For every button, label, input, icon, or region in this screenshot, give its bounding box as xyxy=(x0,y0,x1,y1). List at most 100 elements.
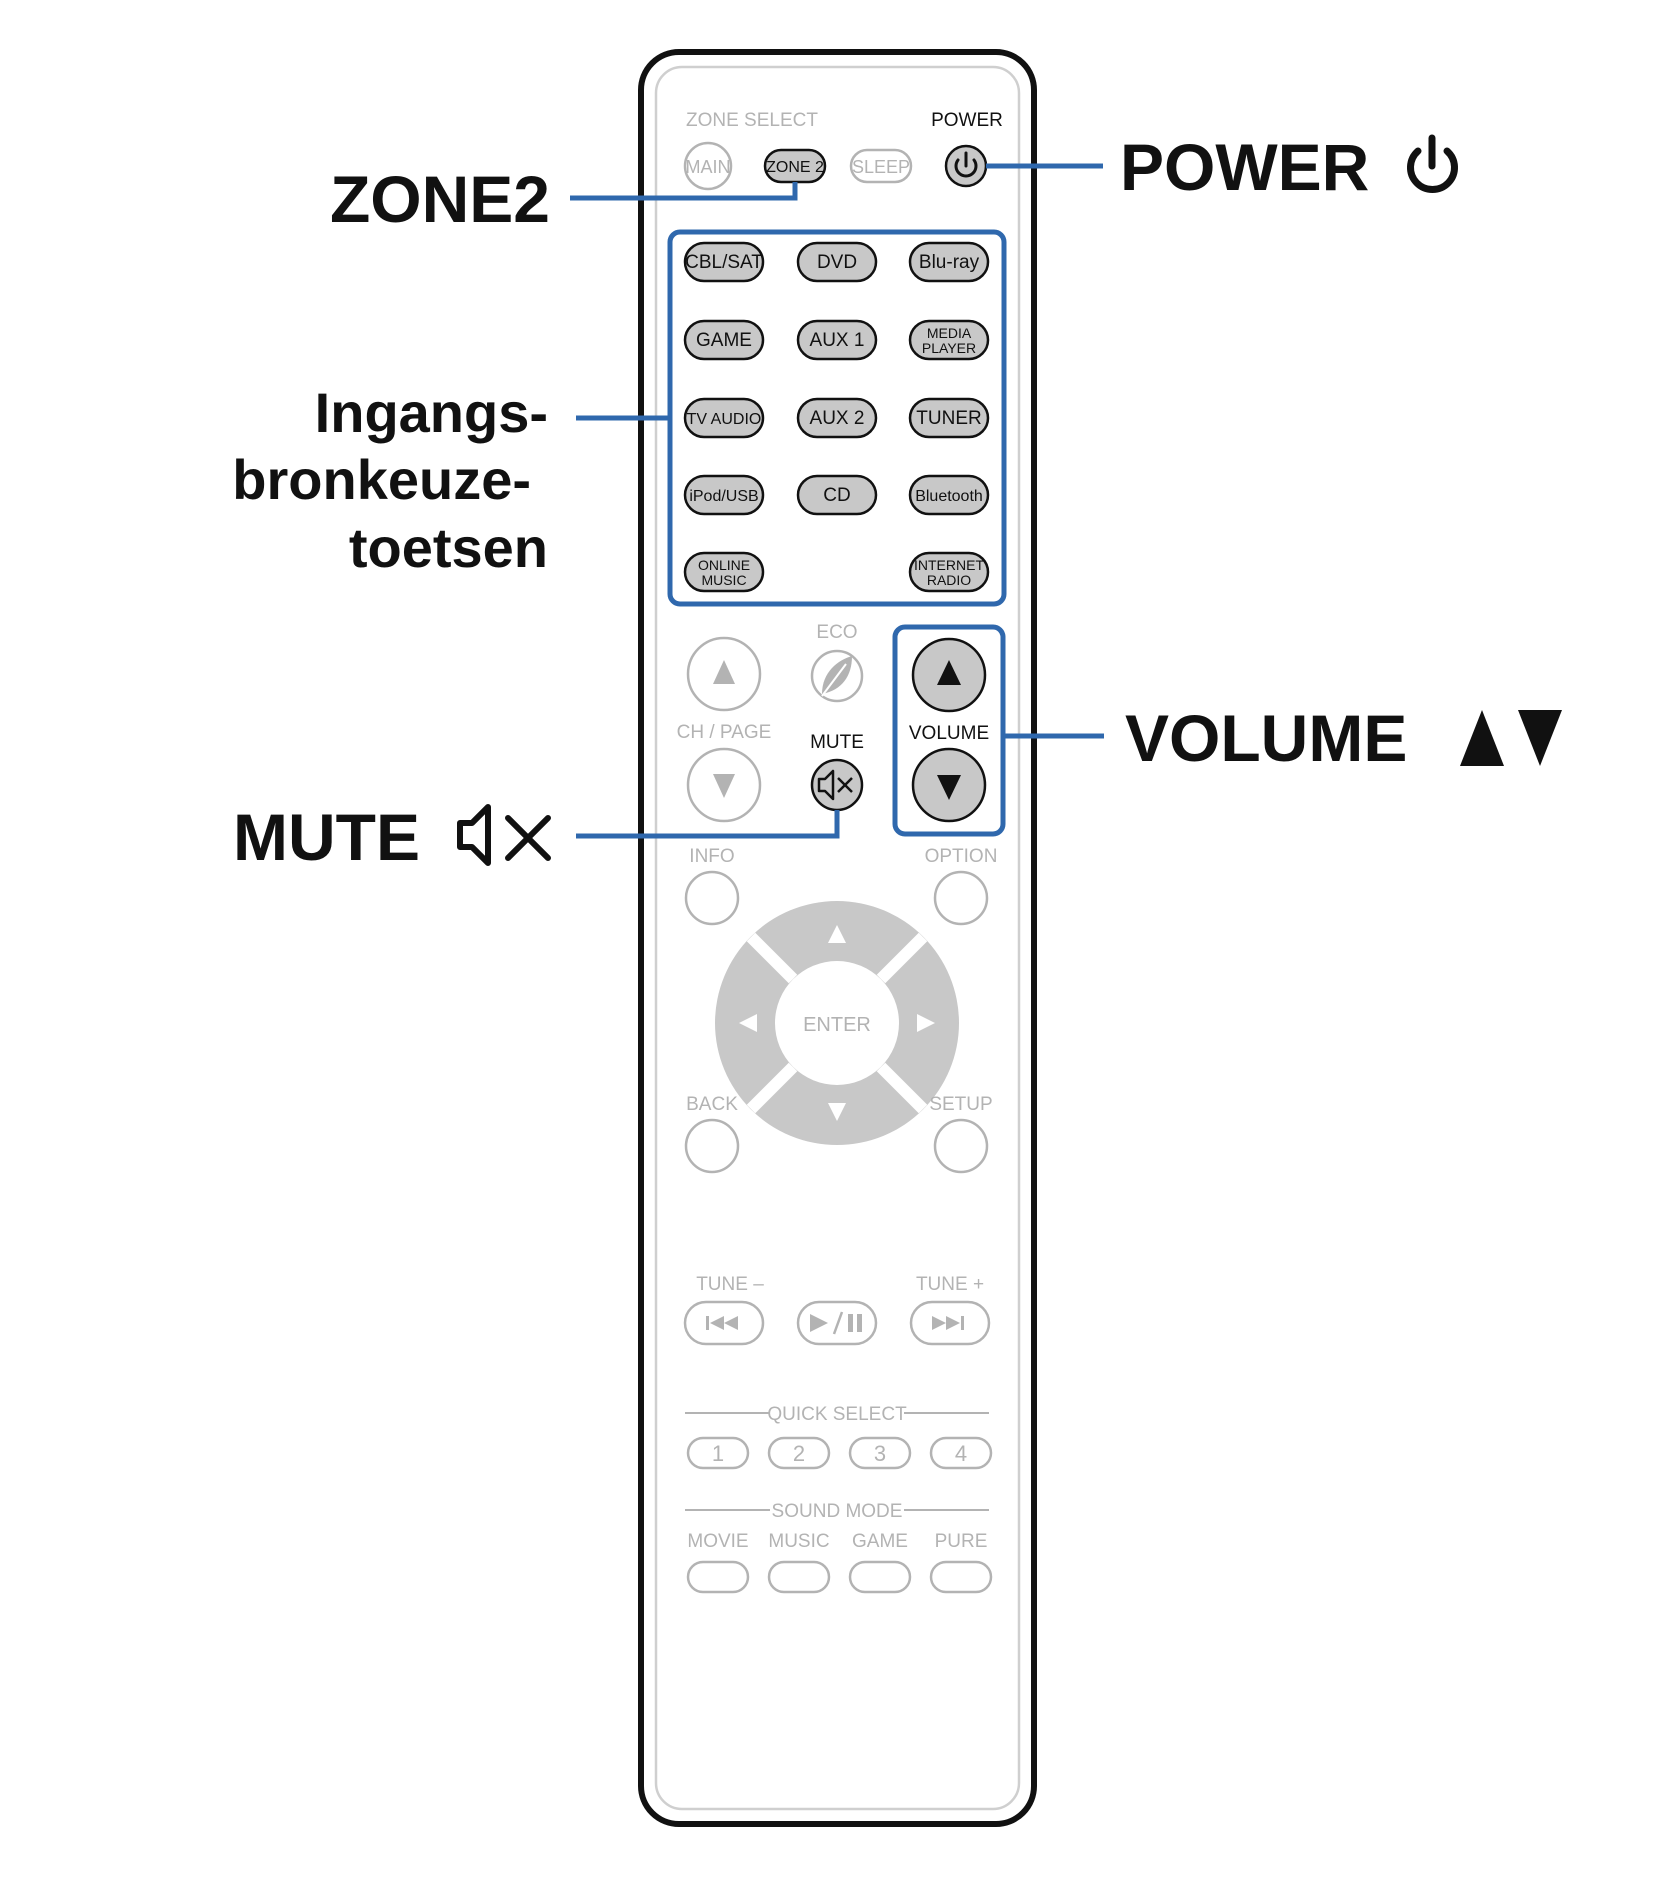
source-button-label: AUX 1 xyxy=(810,330,865,351)
quick-select-button-label: 1 xyxy=(712,1441,724,1466)
volume-down-button[interactable] xyxy=(911,747,987,823)
quick-select-button-2[interactable]: 2 xyxy=(767,1436,831,1470)
setup-button[interactable] xyxy=(933,1118,989,1174)
sleep-button[interactable]: SLEEP xyxy=(849,148,913,184)
cursor-pad[interactable] xyxy=(715,901,959,1145)
quick-select-button-label: 2 xyxy=(793,1441,805,1466)
up-down-triangles-icon xyxy=(1460,710,1562,766)
zone-select-label: ZONE SELECT xyxy=(686,110,818,131)
volume-callout: VOLUME xyxy=(1125,701,1562,775)
sound-mode-label-game: GAME xyxy=(852,1531,908,1552)
ch-page-down-button[interactable] xyxy=(686,747,762,823)
source-button-dvd[interactable]: DVD xyxy=(796,241,878,283)
back-button[interactable] xyxy=(684,1118,740,1174)
quick-select-button-label: 4 xyxy=(955,1441,967,1466)
play-pause-button[interactable] xyxy=(796,1300,878,1346)
previous-button[interactable] xyxy=(683,1300,765,1346)
mute-callout-label: MUTE xyxy=(233,800,420,874)
quick-select-header: QUICK SELECT xyxy=(685,1404,989,1425)
source-button-aux-2[interactable]: AUX 2 xyxy=(796,397,878,439)
source-button-label-line-1: MEDIA xyxy=(927,325,972,341)
ch-page-up-button[interactable] xyxy=(686,636,762,712)
input-source-callout-line-2: bronkeuze- xyxy=(232,448,531,511)
sound-mode-label-music: MUSIC xyxy=(768,1531,829,1552)
sound-mode-button-game[interactable] xyxy=(848,1560,912,1594)
source-button-label: Bluetooth xyxy=(915,488,983,505)
sound-mode-label-pure: PURE xyxy=(935,1531,988,1552)
source-button-label: iPod/USB xyxy=(689,488,758,505)
quick-select-button-4[interactable]: 4 xyxy=(929,1436,993,1470)
mute-button[interactable] xyxy=(810,758,864,812)
volume-up-button[interactable] xyxy=(911,637,987,713)
mute-label: MUTE xyxy=(810,732,864,753)
main-button-label: MAIN xyxy=(686,157,731,177)
source-button-label-line-2: MUSIC xyxy=(701,572,746,588)
input-source-callout-line-3: toetsen xyxy=(349,516,548,579)
quick-select-label: QUICK SELECT xyxy=(767,1404,907,1425)
main-button[interactable]: MAIN xyxy=(683,141,733,191)
source-button-ipod-usb[interactable]: iPod/USB xyxy=(683,474,765,516)
quick-select-button-label: 3 xyxy=(874,1441,886,1466)
tune-minus-label: TUNE – xyxy=(696,1274,764,1295)
zone2-callout: ZONE2 xyxy=(330,162,550,236)
source-button-label: AUX 2 xyxy=(810,408,865,429)
source-button-label: CBL/SAT xyxy=(685,252,763,273)
back-label: BACK xyxy=(686,1094,738,1115)
source-button-tv-audio[interactable]: TV AUDIO xyxy=(683,397,765,439)
source-button-blu-ray[interactable]: Blu-ray xyxy=(908,241,990,283)
cursor-up-icon xyxy=(828,925,846,943)
triangle-up-icon xyxy=(937,660,961,685)
next-button[interactable] xyxy=(909,1300,991,1346)
speaker-mute-icon xyxy=(817,769,853,801)
quick-select-button-1[interactable]: 1 xyxy=(686,1436,750,1470)
triangle-down-icon xyxy=(713,774,735,798)
skip-forward-icon xyxy=(932,1316,964,1330)
source-button-cbl-sat[interactable]: CBL/SAT xyxy=(683,241,765,283)
info-button[interactable] xyxy=(684,870,740,926)
power-icon xyxy=(954,151,978,178)
mute-callout: MUTE xyxy=(233,800,551,874)
source-button-label: CD xyxy=(823,485,850,506)
quick-select-button-3[interactable]: 3 xyxy=(848,1436,912,1470)
tune-plus-label: TUNE + xyxy=(916,1274,984,1295)
volume-label: VOLUME xyxy=(909,723,989,744)
source-button-label: DVD xyxy=(817,252,857,273)
volume-group-frame xyxy=(892,624,1006,837)
power-button[interactable] xyxy=(944,144,988,188)
source-button-game[interactable]: GAME xyxy=(683,319,765,361)
sound-mode-button-movie[interactable] xyxy=(686,1560,750,1594)
eco-button[interactable] xyxy=(810,649,864,703)
cursor-left-icon xyxy=(739,1014,757,1032)
enter-button-label[interactable]: ENTER xyxy=(803,1014,871,1036)
cursor-right-icon xyxy=(917,1014,935,1032)
source-button-bluetooth[interactable]: Bluetooth xyxy=(908,474,990,516)
quick-select-buttons: 1 2 3 4 xyxy=(686,1436,993,1470)
power-callout-label: POWER xyxy=(1120,130,1369,204)
zone2-button[interactable]: ZONE 2 xyxy=(763,148,827,184)
sound-mode-button-pure[interactable] xyxy=(929,1560,993,1594)
play-pause-icon xyxy=(810,1311,862,1335)
zone2-leader xyxy=(570,182,798,201)
source-button-aux-1[interactable]: AUX 1 xyxy=(796,319,878,361)
option-label: OPTION xyxy=(925,846,998,867)
sound-mode-button-music[interactable] xyxy=(767,1560,831,1594)
volume-callout-label: VOLUME xyxy=(1125,701,1407,775)
leaf-icon xyxy=(821,656,852,697)
source-button-label: TV AUDIO xyxy=(687,411,762,428)
setup-label: SETUP xyxy=(929,1094,992,1115)
source-button-tuner[interactable]: TUNER xyxy=(908,397,990,439)
skip-back-icon xyxy=(706,1316,738,1330)
power-icon xyxy=(1407,134,1458,194)
input-source-callout-line-1: Ingangs- xyxy=(315,381,548,444)
option-button[interactable] xyxy=(933,870,989,926)
ch-page-label: CH / PAGE xyxy=(677,722,772,743)
power-callout: POWER xyxy=(1120,130,1458,204)
source-button-label: Blu-ray xyxy=(919,252,980,273)
source-button-cd[interactable]: CD xyxy=(796,474,878,516)
sleep-button-label: SLEEP xyxy=(852,157,910,177)
triangle-down-icon xyxy=(937,775,961,800)
